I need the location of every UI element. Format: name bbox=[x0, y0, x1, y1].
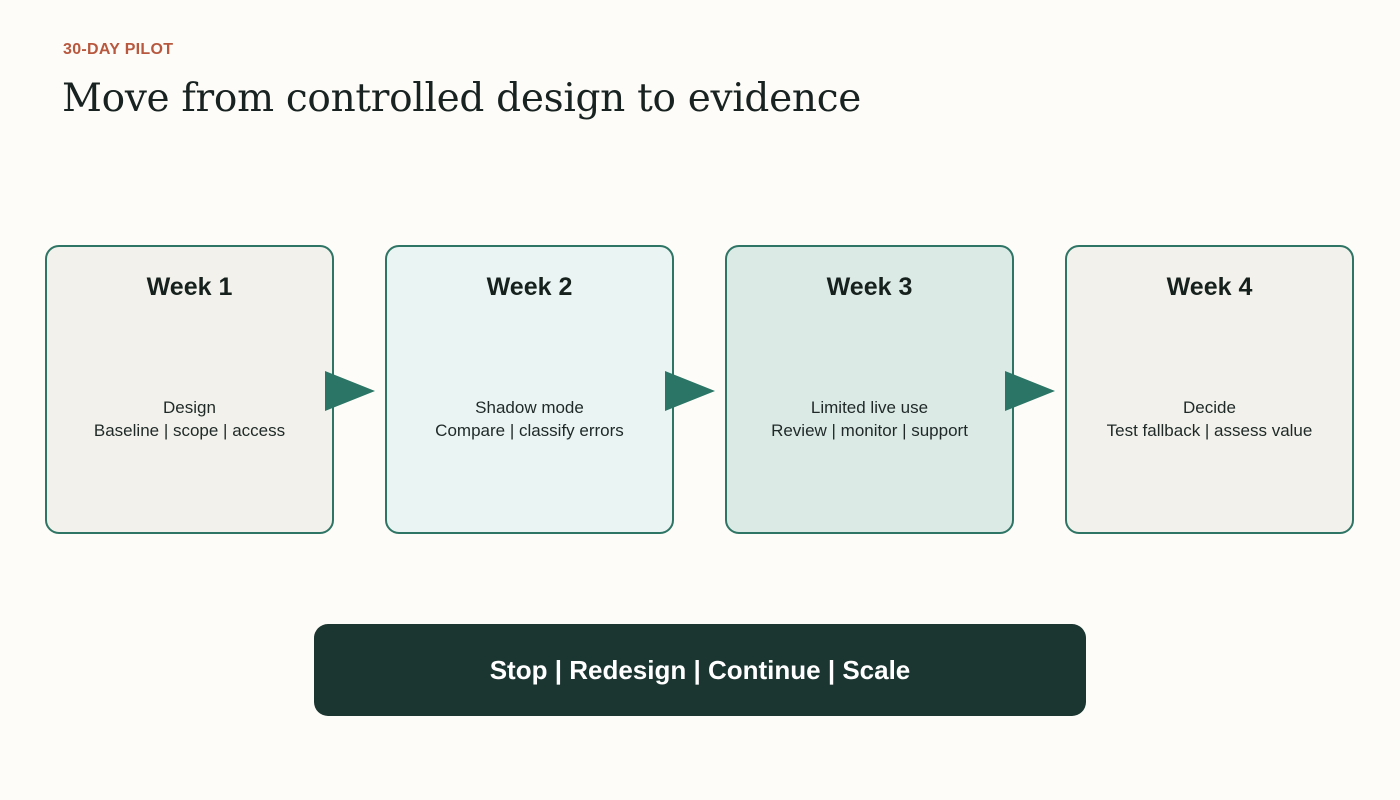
week-card-3: Week 3 Limited live use Review | monitor… bbox=[725, 245, 1014, 534]
week-details: Compare | classify errors bbox=[435, 421, 624, 440]
decision-outcomes-banner: Stop | Redesign | Continue | Scale bbox=[314, 624, 1086, 716]
week-phase: Decide bbox=[1183, 398, 1236, 417]
week-details: Test fallback | assess value bbox=[1106, 421, 1313, 440]
week-phase: Shadow mode bbox=[475, 398, 584, 417]
page-title: Move from controlled design to evidence bbox=[62, 76, 862, 121]
week-label: Week 3 bbox=[826, 273, 913, 301]
week-card-2: Week 2 Shadow mode Compare | classify er… bbox=[385, 245, 674, 534]
week-card-1: Week 1 Design Baseline | scope | access bbox=[45, 245, 334, 534]
week-card-4: Week 4 Decide Test fallback | assess val… bbox=[1065, 245, 1354, 534]
right-triangle-arrow-icon bbox=[1005, 371, 1055, 411]
eyebrow-label: 30-DAY PILOT bbox=[63, 41, 174, 58]
right-triangle-arrow-icon bbox=[665, 371, 715, 411]
right-triangle-arrow-icon bbox=[325, 371, 375, 411]
week-phase: Design bbox=[163, 398, 216, 417]
week-label: Week 2 bbox=[486, 273, 573, 301]
week-details: Review | monitor | support bbox=[771, 421, 968, 440]
week-label: Week 4 bbox=[1166, 273, 1253, 301]
week-label: Week 1 bbox=[146, 273, 233, 301]
week-phase: Limited live use bbox=[810, 398, 929, 417]
week-details: Baseline | scope | access bbox=[93, 421, 286, 440]
